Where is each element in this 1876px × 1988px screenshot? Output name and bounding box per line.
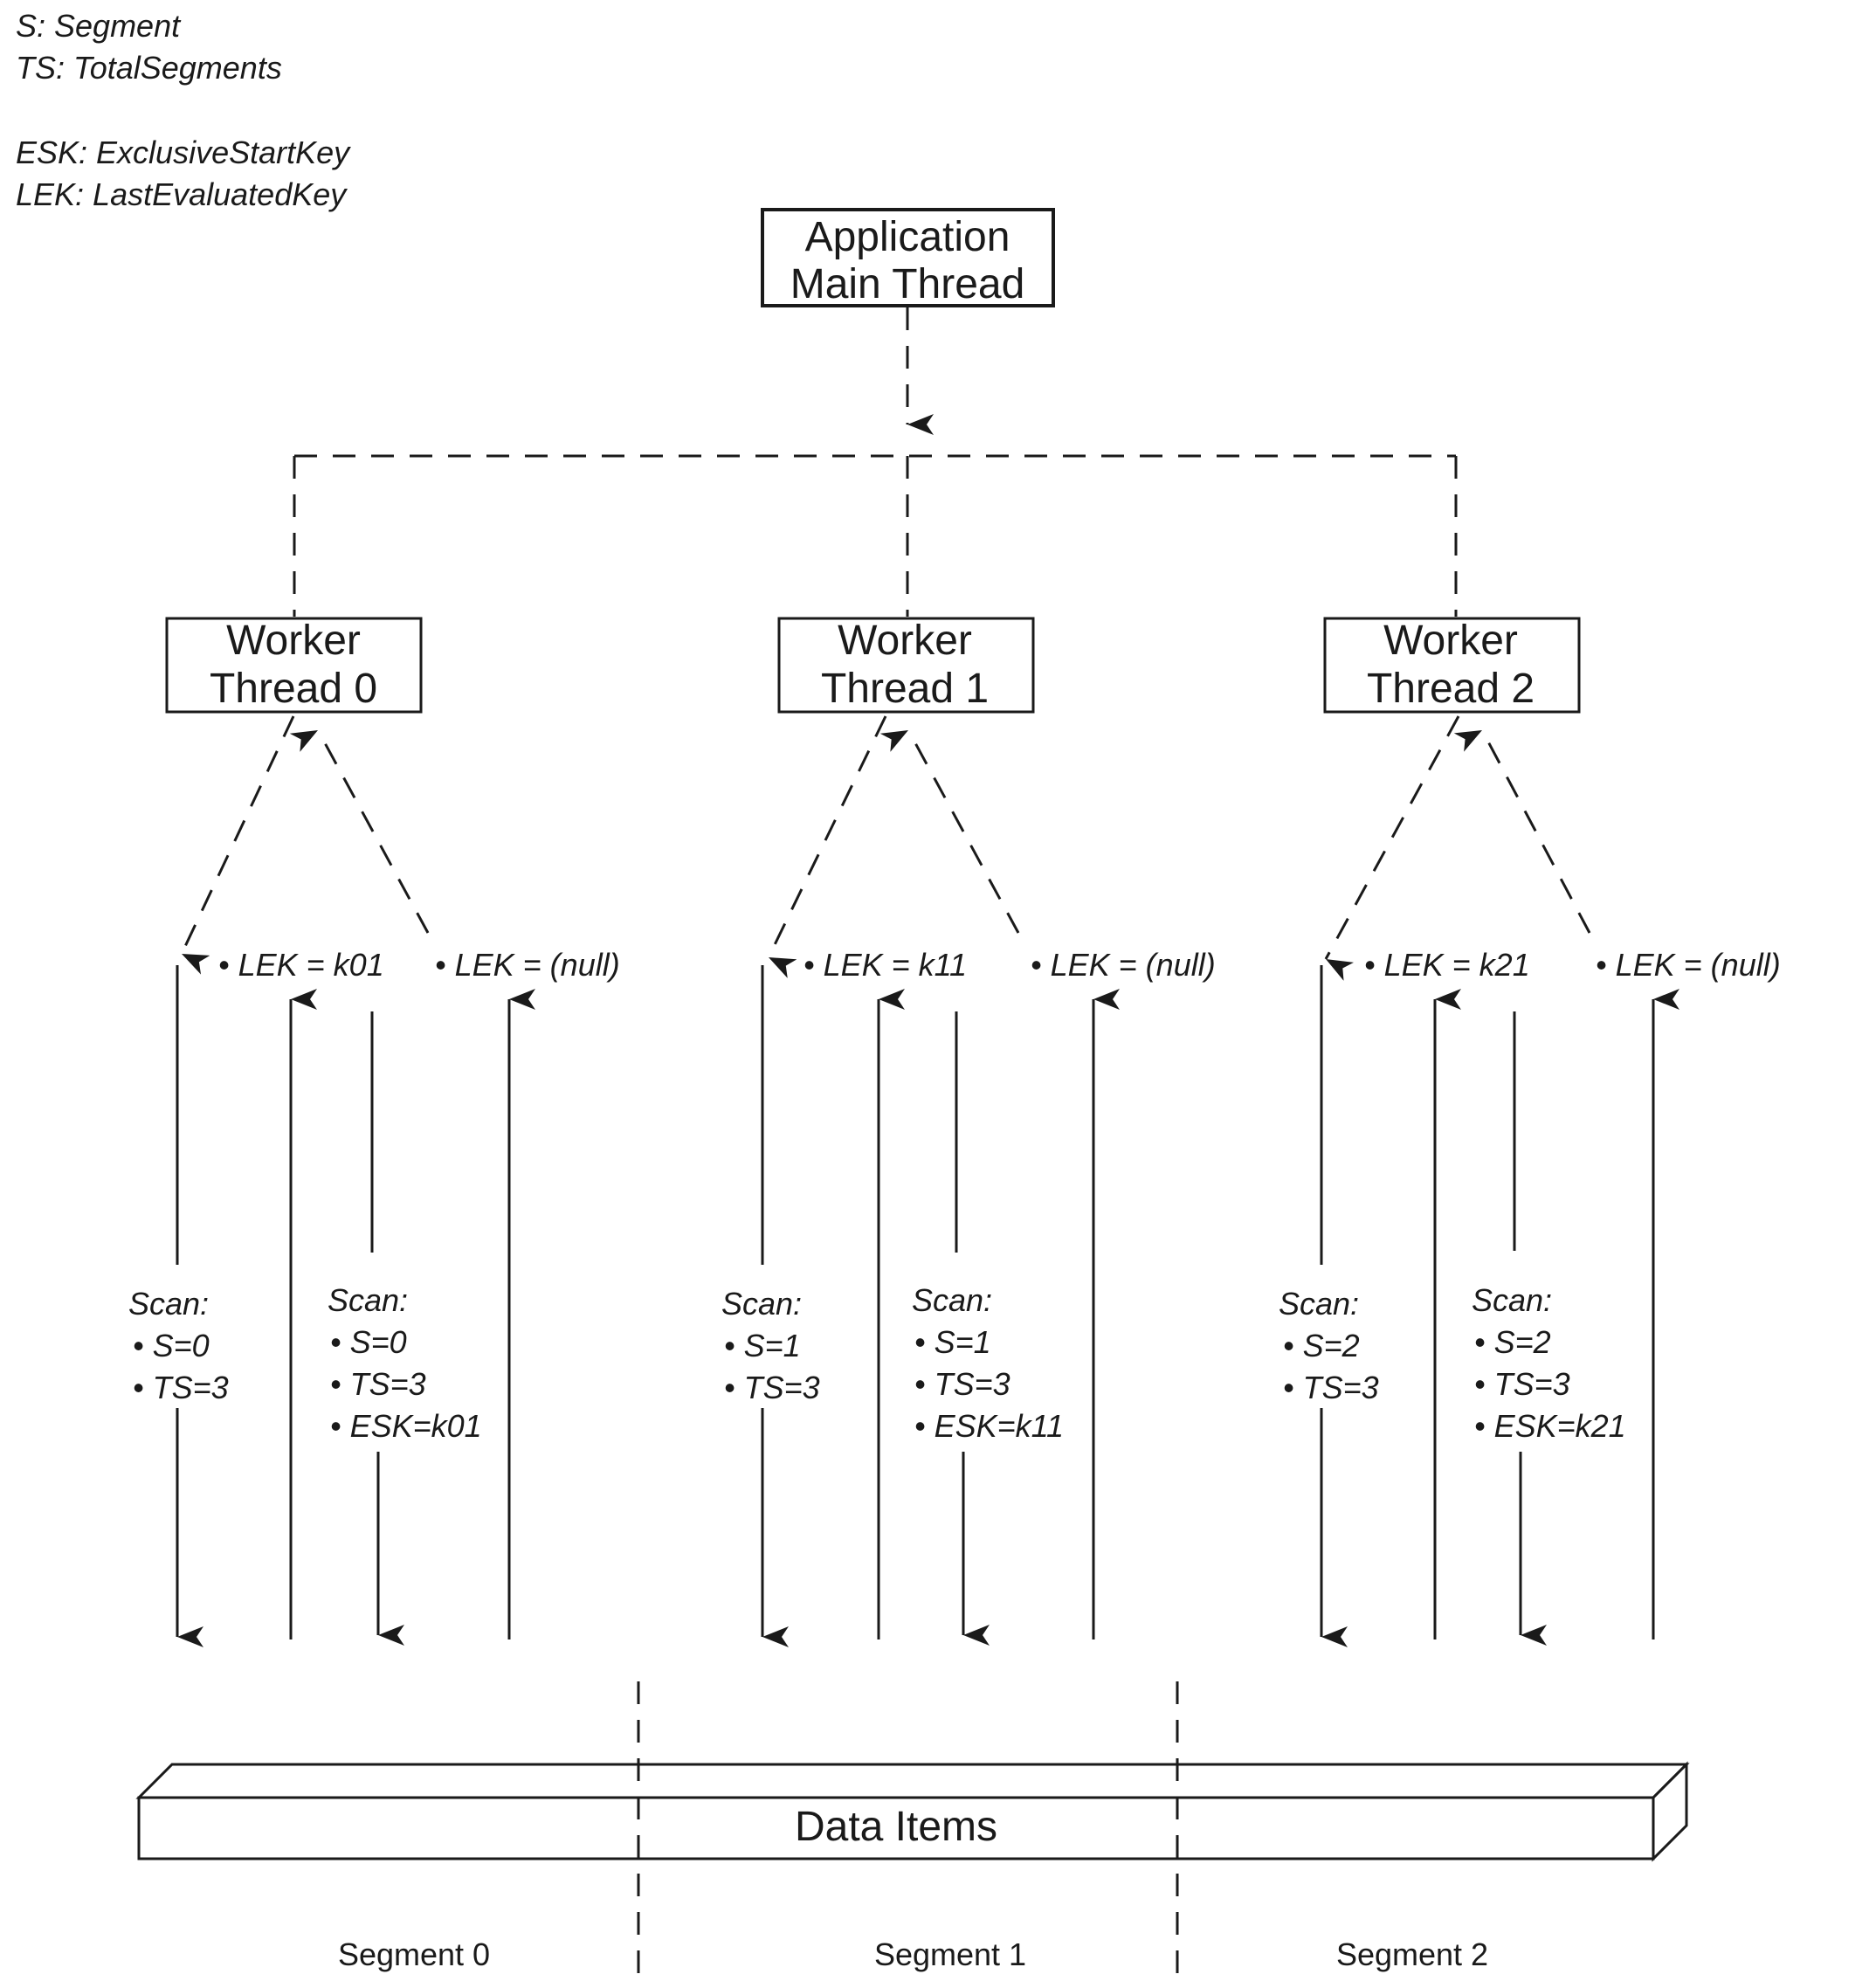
worker-0-lek-2: • LEK = (null) xyxy=(435,947,620,983)
worker-1-scan-2-s: • S=1 xyxy=(914,1324,991,1360)
worker-2-lek-2: • LEK = (null) xyxy=(1596,947,1781,983)
worker-2-flows: • LEK = k21 • LEK = (null) Scan: • S=2 •… xyxy=(1279,715,1781,1647)
worker-1-lek-1: • LEK = k11 xyxy=(804,947,967,983)
worker-2-scan-2-s: • S=2 xyxy=(1474,1324,1551,1360)
worker-0-scan-2-s: • S=0 xyxy=(330,1324,407,1360)
worker-2-scan-1-title: Scan: xyxy=(1279,1286,1359,1322)
worker-0-scan-1-title: Scan: xyxy=(128,1286,209,1322)
main-thread-box: Application Main Thread xyxy=(761,208,1055,307)
worker-0-flows: • LEK = k01 • LEK = (null) Scan: • S=0 •… xyxy=(128,715,620,1647)
worker-1-lek-2: • LEK = (null) xyxy=(1031,947,1216,983)
worker-0-line-1: Worker xyxy=(226,618,361,664)
worker-2-lek-1: • LEK = k21 xyxy=(1364,947,1530,983)
worker-1-scan-2-ts: • TS=3 xyxy=(914,1366,1010,1402)
fan-out-connectors xyxy=(293,307,1458,617)
worker-1-scan-1-ts: • TS=3 xyxy=(724,1370,820,1405)
worker-0-line-2: Thread 0 xyxy=(210,666,377,712)
legend: S: Segment TS: TotalSegments ESK: Exclus… xyxy=(16,8,351,212)
main-thread-line-2: Main Thread xyxy=(790,261,1025,307)
main-thread-line-1: Application xyxy=(805,214,1010,260)
worker-0-scan-1-s: • S=0 xyxy=(133,1328,210,1363)
segment-2-label: Segment 2 xyxy=(1336,1936,1488,1972)
worker-1-line-1: Worker xyxy=(838,618,972,664)
worker-1-scan-2-title: Scan: xyxy=(912,1282,992,1318)
worker-0-scan-1-ts: • TS=3 xyxy=(133,1370,229,1405)
worker-thread-1-box: Worker Thread 1 xyxy=(777,617,1035,714)
worker-2-line-1: Worker xyxy=(1383,618,1518,664)
worker-2-line-2: Thread 2 xyxy=(1367,666,1535,712)
legend-segment: S: Segment xyxy=(16,8,182,44)
worker-2-scan-2-title: Scan: xyxy=(1472,1282,1552,1318)
worker-0-scan-2-esk: • ESK=k01 xyxy=(330,1408,482,1444)
segment-labels: Segment 0 Segment 1 Segment 2 xyxy=(338,1936,1488,1972)
worker-0-lek-1: • LEK = k01 xyxy=(218,947,384,983)
worker-2-scan-2-esk: • ESK=k21 xyxy=(1474,1408,1626,1444)
worker-1-scan-1-s: • S=1 xyxy=(724,1328,801,1363)
worker-1-flows: • LEK = k11 • LEK = (null) Scan: • S=1 •… xyxy=(721,715,1216,1647)
worker-thread-2-box: Worker Thread 2 xyxy=(1323,617,1581,714)
data-items-bar: Data Items xyxy=(135,1761,1690,1862)
legend-total-segments: TS: TotalSegments xyxy=(16,50,282,86)
segment-dividers xyxy=(637,1681,1179,1988)
worker-1-scan-1-title: Scan: xyxy=(721,1286,802,1322)
worker-2-scan-2-ts: • TS=3 xyxy=(1474,1366,1570,1402)
segment-0-label: Segment 0 xyxy=(338,1936,490,1972)
worker-2-scan-1-ts: • TS=3 xyxy=(1283,1370,1379,1405)
legend-last-evaluated-key: LEK: LastEvaluatedKey xyxy=(16,176,348,212)
worker-0-scan-2-title: Scan: xyxy=(328,1282,408,1318)
legend-exclusive-start-key: ESK: ExclusiveStartKey xyxy=(16,135,351,170)
worker-2-scan-1-s: • S=2 xyxy=(1283,1328,1360,1363)
worker-1-scan-2-esk: • ESK=k11 xyxy=(914,1408,1064,1444)
worker-thread-0-box: Worker Thread 0 xyxy=(165,617,423,714)
worker-0-scan-2-ts: • TS=3 xyxy=(330,1366,426,1402)
segment-1-label: Segment 1 xyxy=(874,1936,1026,1972)
data-items-label: Data Items xyxy=(795,1804,997,1850)
worker-1-line-2: Thread 1 xyxy=(821,666,989,712)
